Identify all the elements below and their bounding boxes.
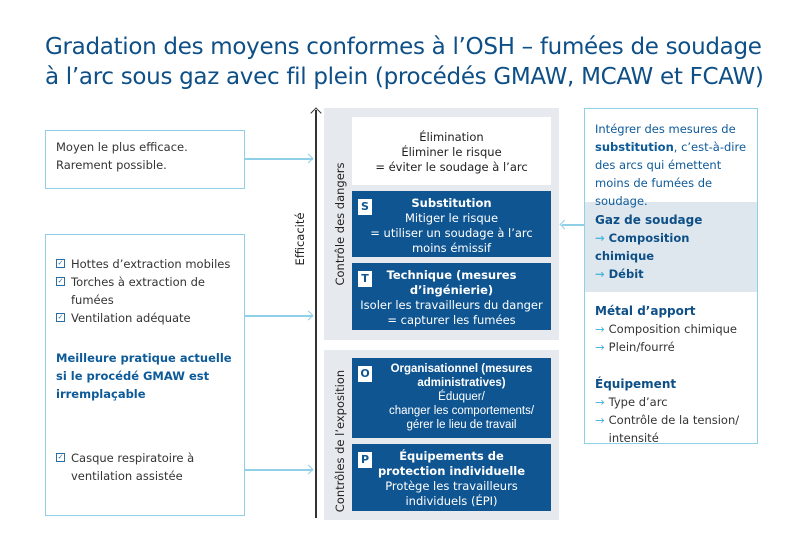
level-line: = capturer les fumées [387, 313, 516, 327]
level-title: Technique (mesures d’ingénierie) [386, 268, 517, 297]
level-technique: T Technique (mesures d’ingénierie) Isole… [352, 263, 551, 330]
level-tag: O [358, 366, 372, 382]
item-label: Plein/fourré [608, 340, 675, 354]
checkbox-icon: ✓ [56, 259, 65, 268]
arrow-head-icon [303, 310, 314, 321]
level-tag: S [358, 199, 372, 215]
intro-text: , c’est-à-dire des arcs qui émettent moi… [595, 140, 747, 208]
checkbox-icon: ✓ [56, 277, 65, 286]
most-effective-note: Moyen le plus efficace. Rarement possibl… [45, 130, 245, 189]
section-filler-metal: Métal d’apport →Composition chimique →Pl… [585, 292, 757, 356]
item-label: Torches à extraction de fumées [71, 275, 205, 307]
section-equipment: Équipement →Type d’arc →Contrôle de la t… [585, 356, 757, 447]
measures-box: ✓ Hottes d’extraction mobiles ✓ Torches à … [45, 234, 245, 516]
level-line: Isoler les travailleurs du danger [360, 298, 543, 312]
substitution-intro: Intégrer des mesures de substitution, c’… [585, 109, 757, 208]
item-label: Ventilation adéquate [71, 311, 191, 325]
level-line: individuels (ÉPI) [405, 494, 498, 508]
level-line: Protège les travailleurs [385, 479, 518, 493]
level-tag: T [358, 271, 372, 287]
level-line: gérer le lieu de travail [406, 419, 517, 431]
section-item: →Type d’arc [595, 393, 747, 411]
level-elimination: Élimination Éliminer le risque = éviter … [352, 117, 551, 185]
arrow-right-icon: → [595, 413, 605, 427]
section-item: →Composition chimique [595, 320, 747, 338]
page-title: Gradation des moyens conformes à l’OSH –… [45, 32, 765, 92]
level-title: Organisationnel (mesures administratives… [390, 363, 533, 389]
checklist-item: ✓ Torches à extraction de fumées [56, 273, 234, 309]
item-label: Casque respiratoire à ventilation assist… [71, 451, 195, 483]
level-line: Éduquer/ [438, 391, 485, 403]
note-line-1: Moyen le plus efficace. [56, 140, 188, 154]
section-welding-gas: Gaz de soudage →Composition chimique →Dé… [585, 202, 757, 292]
checkbox-icon: ✓ [56, 313, 65, 322]
section-item: →Composition chimique [595, 229, 747, 265]
level-title: Substitution [411, 196, 492, 210]
title-line-2: à l’arc sous gaz avec fil plein (procédé… [45, 64, 764, 90]
connector [562, 224, 584, 226]
level-line: Mitiger le risque [404, 211, 499, 225]
arrow-right-icon: → [595, 231, 605, 245]
level-tag: P [358, 452, 372, 468]
checklist-item: ✓ Hottes d’extraction mobiles [56, 255, 234, 273]
item-label: Hottes d’extraction mobiles [71, 257, 231, 271]
level-organisational: O Organisationnel (mesures administrativ… [352, 358, 551, 438]
level-title: Élimination [419, 130, 484, 144]
arrow-head-icon [303, 153, 314, 164]
level-line: changer les comportements/ [388, 405, 535, 417]
section-item: →Contrôle de la tension/ intensité [595, 411, 747, 447]
item-label: Débit [608, 267, 644, 281]
arrow-head-icon [303, 464, 314, 475]
arrow-right-icon: → [595, 340, 605, 354]
section-item: →Plein/fourré [595, 338, 747, 356]
connector [245, 158, 313, 160]
arrow-head-icon [559, 219, 570, 230]
intro-bold: substitution [595, 140, 674, 154]
arrow-right-icon: → [595, 267, 605, 281]
checklist-item: ✓ Ventilation adéquate [56, 309, 234, 327]
level-line: moins émissif [411, 241, 492, 255]
arrow-right-icon: → [595, 322, 605, 336]
section-heading: Gaz de soudage [595, 213, 703, 227]
connector [245, 469, 313, 471]
effectiveness-axis [315, 110, 317, 518]
hazard-group-label: Contrôle des dangers [333, 162, 347, 286]
level-ppe: P Équipements de protection individuelle… [352, 444, 551, 511]
note-line-2: Rarement possible. [56, 158, 167, 172]
intro-text: Intégrer des mesures de [595, 122, 736, 136]
arrow-up-icon [310, 107, 322, 119]
substitution-details: Intégrer des mesures de substitution, c’… [584, 108, 758, 447]
exposure-group-label: Contrôles de l’exposition [333, 369, 347, 513]
item-label: Type d’arc [608, 395, 668, 409]
checklist-item: ✓ Casque respiratoire à ventilation assis… [56, 449, 234, 485]
title-line-1: Gradation des moyens conformes à l’OSH –… [45, 34, 762, 60]
item-label: Contrôle de la tension/ intensité [608, 413, 740, 445]
level-substitution: S Substitution Mitiger le risque = utili… [352, 191, 551, 257]
checkbox-icon: ✓ [56, 453, 65, 462]
item-label: Composition chimique [608, 322, 737, 336]
section-item: →Débit [595, 265, 747, 283]
arrow-right-icon: → [595, 395, 605, 409]
level-line: = utiliser un soudage à l’arc [370, 226, 533, 240]
level-line: = éviter le soudage à l’arc [375, 160, 528, 174]
connector [245, 315, 313, 317]
level-line: Éliminer le risque [401, 145, 502, 159]
best-practice-note: Meilleure pratique actuelle si le procéd… [56, 351, 232, 401]
section-heading: Métal d’apport [595, 304, 696, 318]
section-heading: Équipement [595, 377, 677, 391]
item-label: Composition chimique [595, 231, 690, 263]
axis-label: Efficacité [293, 212, 307, 266]
level-title: Équipements de protection individuelle [377, 449, 526, 478]
